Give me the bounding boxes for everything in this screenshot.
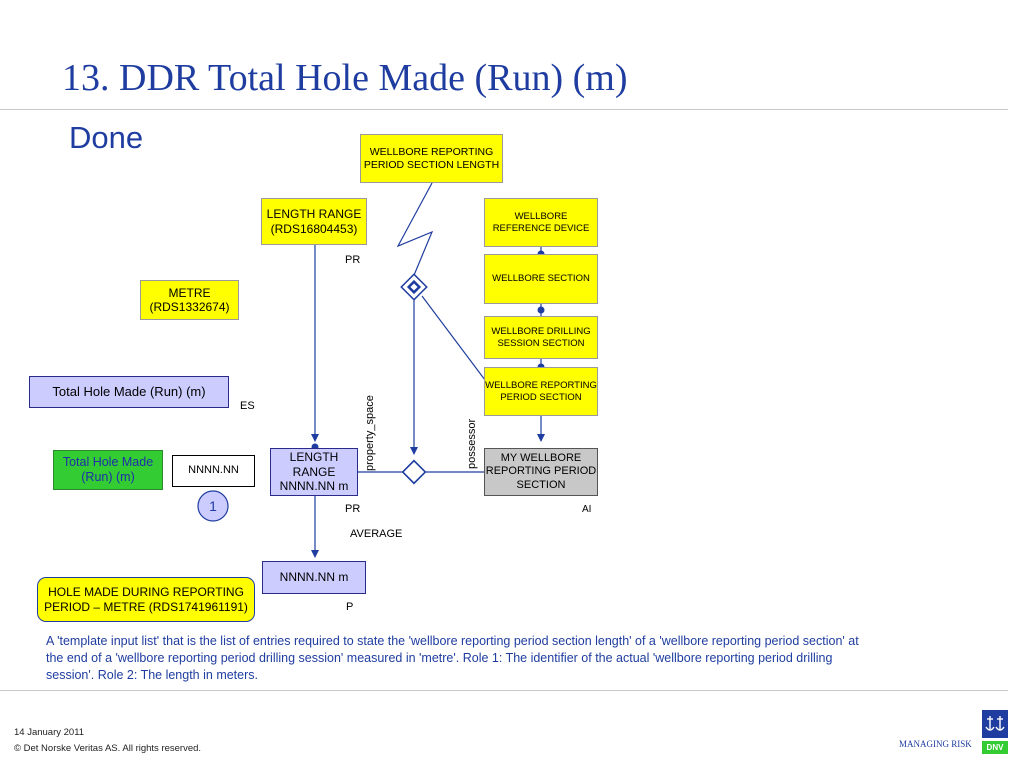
total-hole-made-label-box: Total Hole Made (Run) (m) <box>29 376 229 408</box>
diamond-to-period-link <box>421 295 486 381</box>
description-text: A 'template input list' that is the list… <box>46 634 859 682</box>
wellbore-reference-device-box: WELLBORE REFERENCE DEVICE <box>484 198 598 247</box>
title-divider <box>0 109 1008 110</box>
nnnn-input-field[interactable]: NNNN.NN <box>172 455 255 487</box>
hole-made-during-box: HOLE MADE DURING REPORTING PERIOD – METR… <box>37 577 255 622</box>
step-number: 1 <box>209 497 217 514</box>
wellbore-reporting-period-section-length-box: WELLBORE REPORTING PERIOD SECTION LENGTH <box>360 134 503 183</box>
possessor-label: possessor <box>466 418 478 469</box>
length-range-value-box: LENGTH RANGE NNNN.NN m <box>270 448 358 496</box>
wellbore-reporting-period-section-box: WELLBORE REPORTING PERIOD SECTION <box>484 367 598 416</box>
property-space-label: property_space <box>364 395 376 471</box>
footer-copyright: © Det Norske Veritas AS. All rights rese… <box>14 743 202 754</box>
my-wellbore-reporting-period-section-box: MY WELLBORE REPORTING PERIOD SECTION <box>484 448 598 496</box>
top-diamond-icon <box>400 273 428 301</box>
status-subtitle: Done <box>69 120 144 155</box>
p-label: P <box>346 601 354 613</box>
pr-bottom-label: PR <box>345 503 361 515</box>
footer-divider <box>0 690 1008 691</box>
dnv-logo: DNV <box>982 710 1008 754</box>
total-hole-made-field-label: Total Hole Made (Run) (m) <box>53 450 163 490</box>
bottom-diamond-icon <box>401 459 427 485</box>
es-label: ES <box>240 400 255 412</box>
step-circle <box>197 490 229 522</box>
length-range-rds-box: LENGTH RANGE (RDS16804453) <box>261 198 367 245</box>
pr-top-label: PR <box>345 254 361 266</box>
dot-2 <box>537 306 545 314</box>
nnnn-m-box: NNNN.NN m <box>262 561 366 594</box>
lightning-connector <box>396 182 434 281</box>
average-label: AVERAGE <box>350 528 403 540</box>
footer-date: 14 January 2011 <box>14 727 85 738</box>
wellbore-section-box: WELLBORE SECTION <box>484 254 598 304</box>
dnv-logo-icon <box>982 710 1008 754</box>
metre-box: METRE (RDS1332674) <box>140 280 239 320</box>
ai-label: AI <box>582 504 592 515</box>
footer-tagline: MANAGING RISK <box>899 739 972 749</box>
wellbore-drilling-session-section-box: WELLBORE DRILLING SESSION SECTION <box>484 316 598 359</box>
slide-title: 13. DDR Total Hole Made (Run) (m) <box>62 57 628 99</box>
dnv-logo-text: DNV <box>986 743 1004 752</box>
